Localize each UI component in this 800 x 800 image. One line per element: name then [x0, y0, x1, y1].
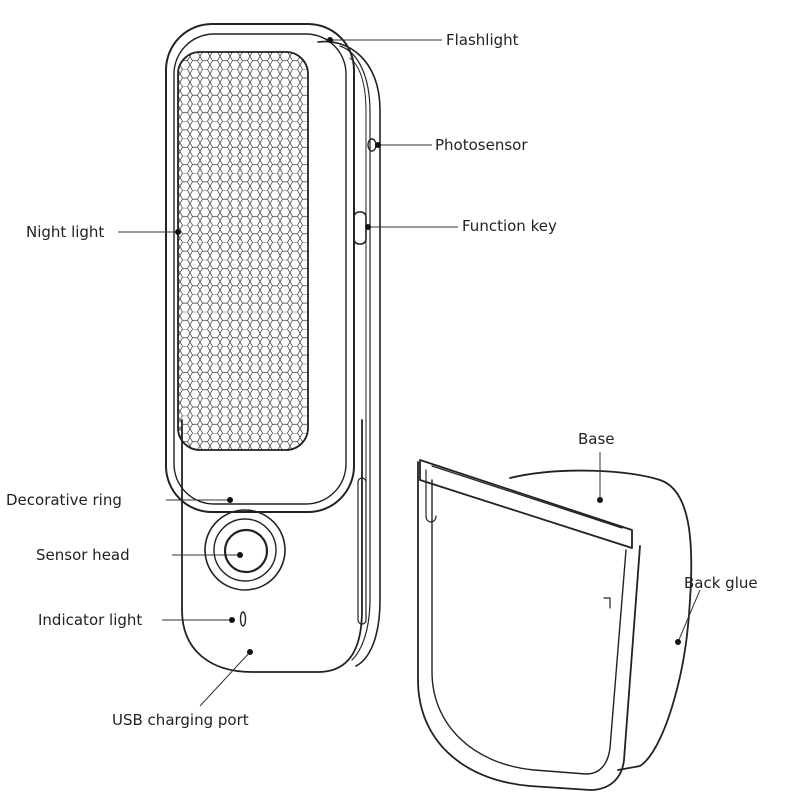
label-decorative-ring: Decorative ring [6, 491, 122, 509]
night-light-mesh [177, 51, 309, 451]
dot-back-glue [675, 639, 681, 645]
label-back-glue: Back glue [684, 574, 758, 592]
function-key-button [353, 211, 367, 245]
dot-photosensor [375, 142, 381, 148]
dot-usb-port [247, 649, 253, 655]
label-usb-charging-port: USB charging port [112, 711, 249, 729]
label-base: Base [578, 430, 615, 448]
base-top-rim [419, 459, 633, 549]
side-slot [357, 477, 367, 625]
decorative-ring-inner [213, 518, 277, 582]
label-night-light: Night light [26, 223, 105, 241]
leader-lines [118, 37, 701, 707]
dot-decorative-ring [227, 497, 233, 503]
base-back-block [509, 469, 693, 771]
device-lower-body [181, 419, 363, 673]
base-part [417, 459, 693, 791]
dot-night-light [175, 229, 181, 235]
leader-usb-port [199, 651, 251, 707]
device-side-edge [317, 40, 381, 667]
dot-base [597, 497, 603, 503]
night-light-housing-inner [173, 33, 347, 505]
decorative-ring-outer [204, 509, 286, 591]
label-sensor-head: Sensor head [36, 546, 130, 564]
leader-back-glue [677, 589, 701, 643]
dot-sensor-head [237, 552, 243, 558]
base-front-frame [417, 461, 641, 791]
device-body [165, 23, 381, 673]
dot-indicator-light [229, 617, 235, 623]
base-front-frame-inner [431, 479, 627, 775]
indicator-light-led [239, 611, 247, 627]
label-flashlight: Flashlight [446, 31, 519, 49]
device-side-inner-edge [339, 45, 371, 661]
dot-flashlight [327, 37, 333, 43]
label-indicator-light: Indicator light [38, 611, 143, 629]
base-clip-tab-left [425, 469, 437, 523]
base-top-rim-edge [431, 465, 623, 529]
label-function-key: Function key [462, 217, 557, 235]
photosensor-window [367, 138, 377, 152]
base-clip-tab-right [603, 597, 611, 609]
dot-function-key [365, 224, 371, 230]
sensor-head-lens [223, 528, 269, 574]
label-photosensor: Photosensor [435, 136, 528, 154]
night-light-housing [165, 23, 355, 513]
